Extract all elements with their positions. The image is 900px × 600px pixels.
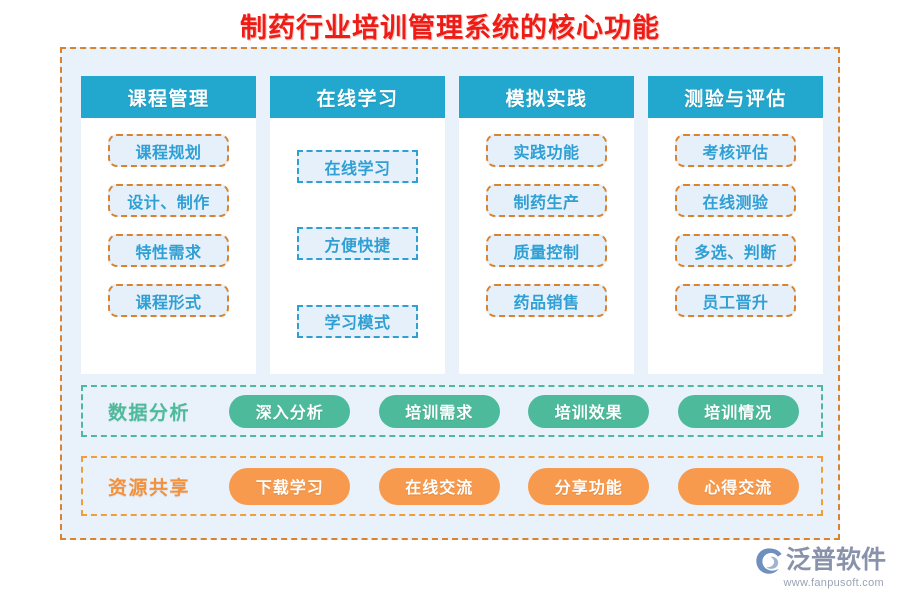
- feature-chip[interactable]: 设计、制作: [108, 184, 229, 217]
- column-items: 在线学习 方便快捷 学习模式: [270, 118, 445, 374]
- page-title: 制药行业培训管理系统的核心功能: [240, 13, 660, 43]
- band-label: 资源共享: [107, 477, 190, 499]
- column-header: 在线学习: [270, 76, 445, 118]
- band-pill[interactable]: 分享功能: [528, 467, 650, 505]
- band-pill[interactable]: 在线交流: [378, 467, 500, 505]
- logo-name: 泛普软件: [785, 547, 886, 574]
- feature-chip[interactable]: 实践功能: [486, 134, 607, 167]
- feature-column-course-management: 课程管理 课程规划 设计、制作 特性需求 课程形式: [81, 76, 256, 374]
- column-items: 课程规划 设计、制作 特性需求 课程形式: [81, 118, 256, 374]
- feature-chip[interactable]: 课程规划: [108, 134, 229, 167]
- band-pill[interactable]: 深入分析: [229, 394, 351, 428]
- feature-chip[interactable]: 学习模式: [297, 304, 418, 338]
- diagram-container: 课程管理 课程规划 设计、制作 特性需求 课程形式 在线学习 在线学习 方便快捷…: [60, 47, 840, 540]
- column-items: 考核评估 在线测验 多选、判断 员工晋升: [648, 118, 823, 374]
- feature-chip[interactable]: 制药生产: [486, 184, 607, 217]
- band-data-analysis: 数据分析 深入分析 培训需求 培训效果 培训情况: [81, 385, 823, 437]
- column-items: 实践功能 制药生产 质量控制 药品销售: [459, 118, 634, 374]
- feature-chip[interactable]: 特性需求: [108, 234, 229, 267]
- band-label: 数据分析: [107, 402, 190, 424]
- feature-column-online-learning: 在线学习 在线学习 方便快捷 学习模式: [270, 76, 445, 374]
- logo-url: www.fanpusoft.com: [783, 577, 884, 589]
- band-pill[interactable]: 心得交流: [677, 467, 799, 505]
- band-pill[interactable]: 培训需求: [378, 394, 500, 428]
- brand-logo: 泛普软件 www.fanpusoft.com: [726, 546, 886, 594]
- feature-column-simulation-practice: 模拟实践 实践功能 制药生产 质量控制 药品销售: [459, 76, 634, 374]
- band-pill[interactable]: 培训情况: [677, 394, 799, 428]
- band-pill[interactable]: 下载学习: [229, 467, 351, 505]
- column-header: 模拟实践: [459, 76, 634, 118]
- band-items: 深入分析 培训需求 培训效果 培训情况: [215, 394, 821, 428]
- feature-column-assessment: 测验与评估 考核评估 在线测验 多选、判断 员工晋升: [648, 76, 823, 374]
- feature-chip[interactable]: 质量控制: [486, 234, 607, 267]
- feature-chip[interactable]: 药品销售: [486, 284, 607, 317]
- feature-chip[interactable]: 在线测验: [675, 184, 796, 217]
- band-items: 下载学习 在线交流 分享功能 心得交流: [215, 467, 821, 505]
- logo-row: 泛普软件: [726, 546, 886, 576]
- band-resource-sharing: 资源共享 下载学习 在线交流 分享功能 心得交流: [81, 456, 823, 516]
- feature-chip[interactable]: 考核评估: [675, 134, 796, 167]
- column-header: 课程管理: [81, 76, 256, 118]
- feature-chip[interactable]: 员工晋升: [675, 284, 796, 317]
- feature-columns: 课程管理 课程规划 设计、制作 特性需求 课程形式 在线学习 在线学习 方便快捷…: [81, 76, 823, 374]
- fanpu-swirl-icon: [756, 548, 782, 574]
- feature-chip[interactable]: 多选、判断: [675, 234, 796, 267]
- band-pill[interactable]: 培训效果: [528, 394, 650, 428]
- feature-chip[interactable]: 课程形式: [108, 284, 229, 317]
- feature-chip[interactable]: 方便快捷: [297, 227, 418, 261]
- column-header: 测验与评估: [648, 76, 823, 118]
- feature-chip[interactable]: 在线学习: [297, 150, 418, 184]
